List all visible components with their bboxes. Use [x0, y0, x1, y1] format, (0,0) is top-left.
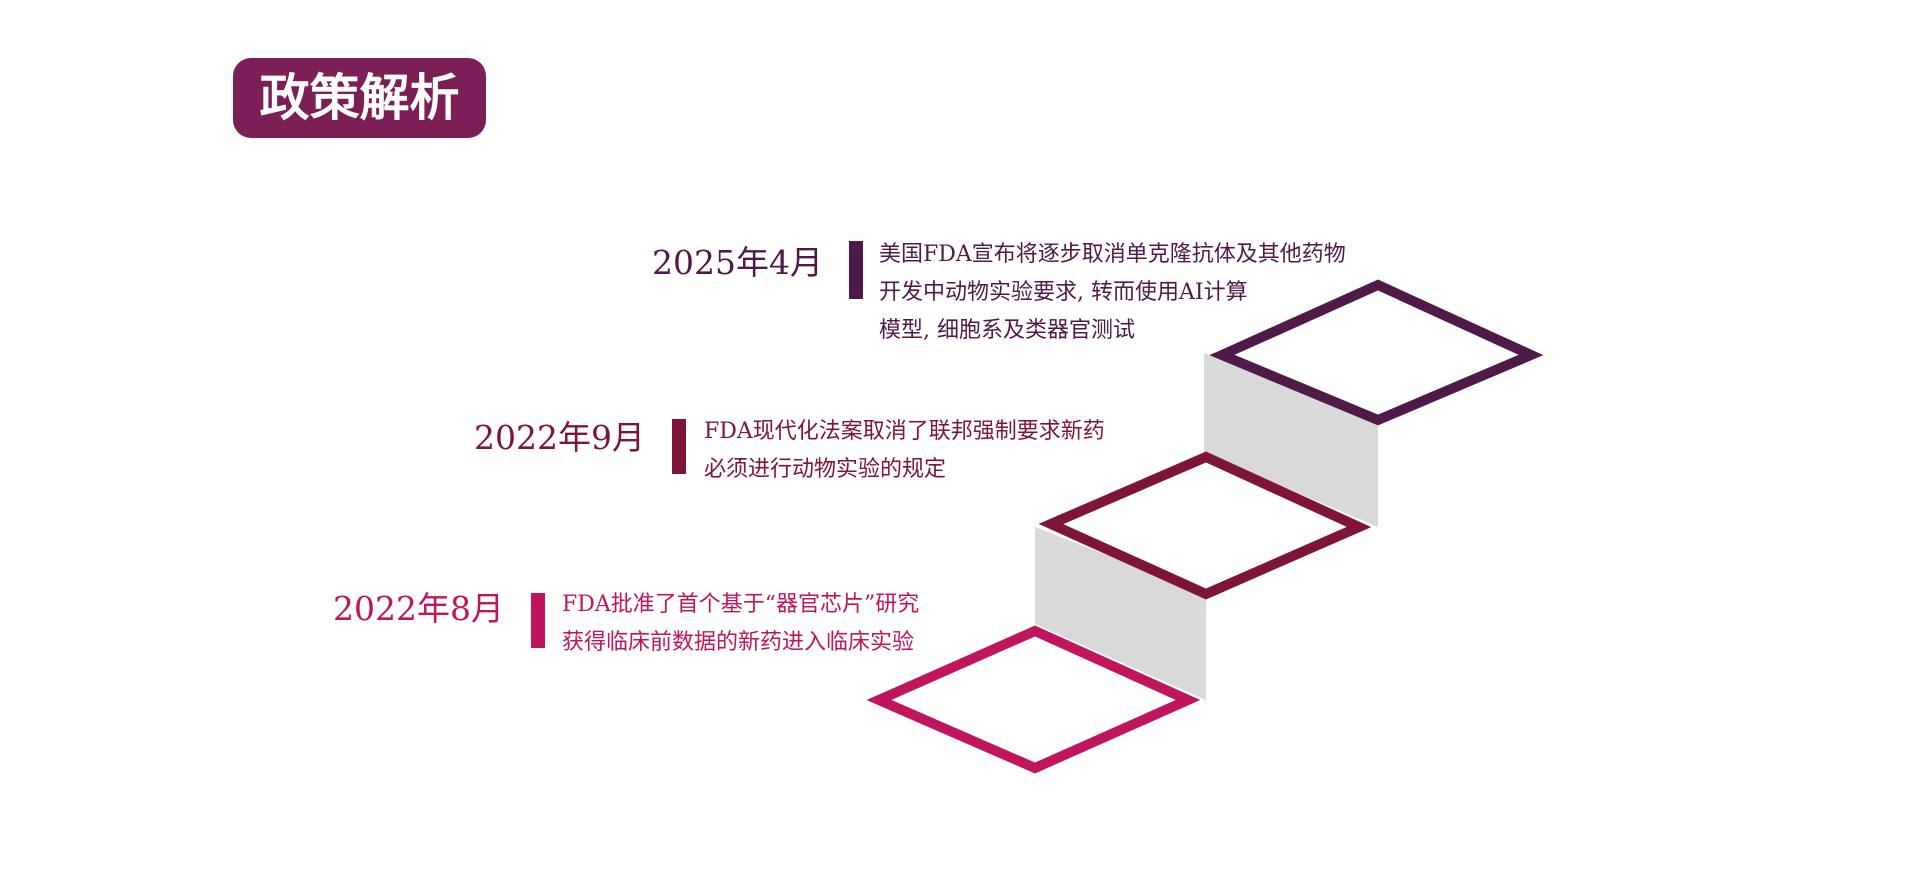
event-description: FDA现代化法案取消了联邦强制要求新药 必须进行动物实验的规定	[704, 413, 1105, 489]
description-line: FDA批准了首个基于“器官芯片”研究	[562, 592, 920, 617]
description-line: 美国FDA宣布将逐步取消单克隆抗体及其他药物	[879, 242, 1346, 267]
event-marker-bar	[849, 241, 863, 299]
description-line: 必须进行动物实验的规定	[704, 457, 947, 482]
description-line: 模型, 细胞系及类器官测试	[879, 318, 1135, 343]
event-date: 2025年4月	[652, 243, 823, 282]
event-description: 美国FDA宣布将逐步取消单克隆抗体及其他药物 开发中动物实验要求, 转而使用AI…	[879, 236, 1346, 350]
step-diamond-2025	[1209, 279, 1544, 426]
section-title: 政策解析	[233, 58, 486, 138]
event-date: 2022年8月	[333, 589, 504, 628]
event-date: 2022年9月	[474, 418, 645, 457]
step-panel-lower	[1035, 527, 1206, 700]
description-line: 获得临床前数据的新药进入临床实验	[562, 630, 915, 655]
step-diamond-2022-08	[866, 625, 1201, 774]
step-diamond-2022-09	[1038, 451, 1372, 600]
description-line: FDA现代化法案取消了联邦强制要求新药	[704, 419, 1105, 444]
step-panel-upper	[1204, 353, 1378, 527]
event-marker-bar	[672, 419, 686, 474]
description-line: 开发中动物实验要求, 转而使用AI计算	[879, 280, 1248, 305]
event-description: FDA批准了首个基于“器官芯片”研究 获得临床前数据的新药进入临床实验	[562, 586, 919, 662]
event-marker-bar	[531, 593, 545, 648]
